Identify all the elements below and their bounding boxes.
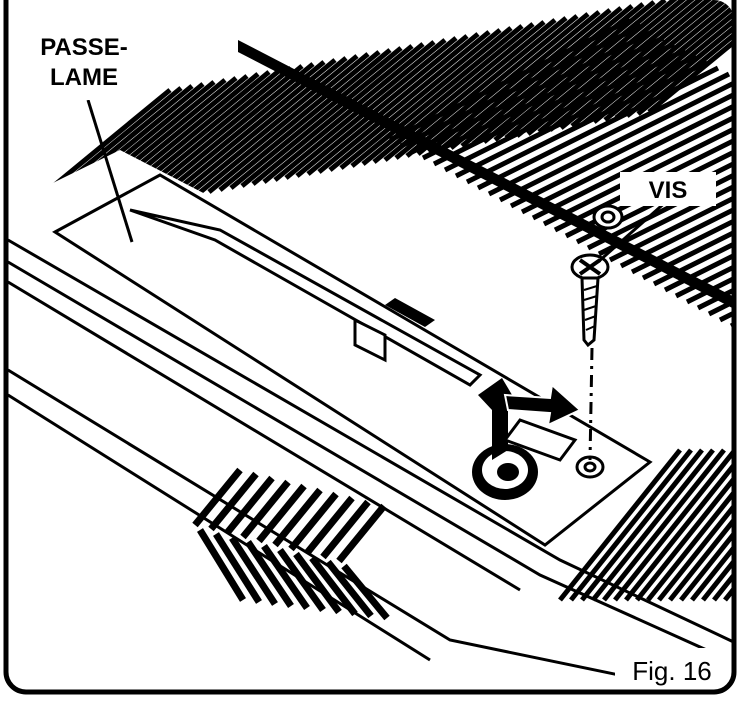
screw-hole-top (592, 204, 624, 230)
feed-slot (129, 208, 483, 387)
screw-icon (570, 253, 610, 348)
caption-bg (615, 648, 733, 692)
cover-ridge (238, 40, 734, 312)
plate-label-line1: PASSE- (40, 34, 128, 61)
release-lever (502, 418, 578, 462)
arrow-right-icon (503, 383, 582, 427)
bobbin-knob-icon (472, 444, 538, 500)
presser-foot-bar (385, 298, 435, 327)
figure-caption: Fig. 16 (632, 656, 712, 686)
plate-label-line2: LAME (50, 64, 118, 91)
screw-label: VIS (649, 177, 688, 204)
screw-label-bg (620, 172, 716, 206)
ribbed-cover-right (388, 17, 734, 329)
figure-frame (3, 0, 737, 695)
plate-leader-line (86, 99, 134, 243)
ribbed-cover-lower (558, 448, 734, 602)
presser-foot (353, 317, 387, 363)
screw-guide-line (588, 347, 594, 461)
plate-label-bg (30, 28, 140, 100)
vent-slots (192, 467, 390, 621)
screw-leader-line (597, 198, 669, 264)
